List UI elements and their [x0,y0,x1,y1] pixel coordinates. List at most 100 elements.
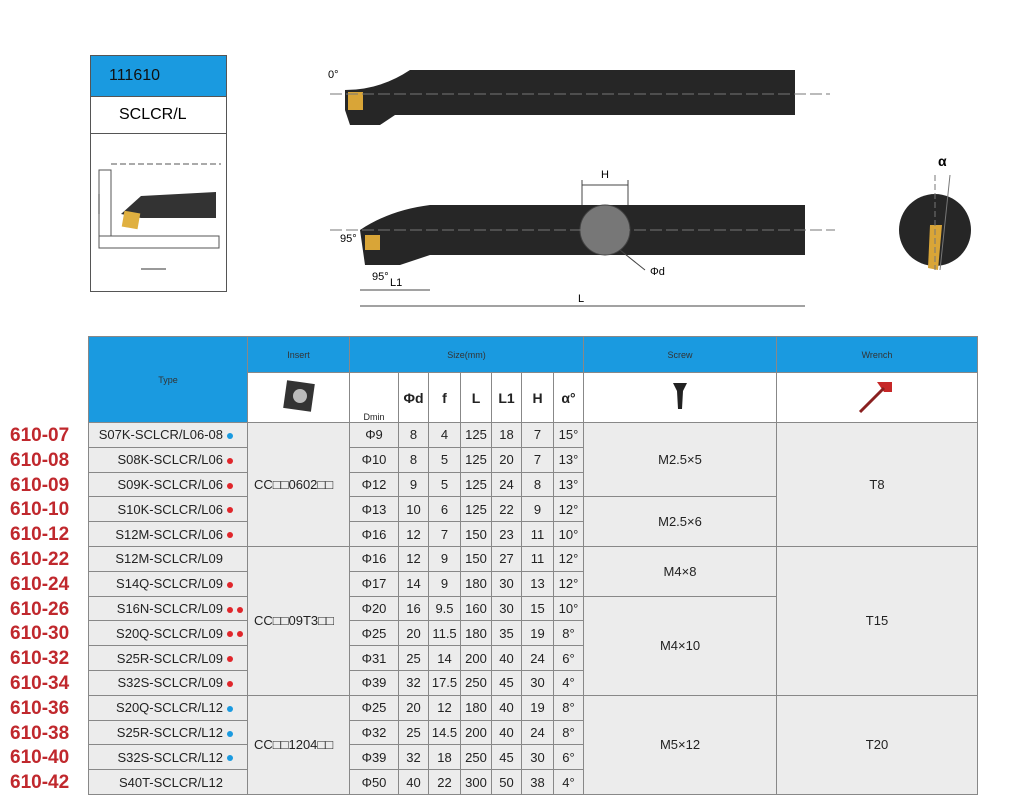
type-cell: S12M-SCLCR/L06 [88,521,248,547]
type-cell: S32S-SCLCR/L12 [88,744,248,771]
header-dmin: Dmin [349,372,399,423]
angle-0-label: 0° [328,69,339,81]
L-cell: 250 [460,744,492,771]
H-cell: 8 [521,471,554,498]
d-cell: 16 [398,595,429,622]
type-value: S12M-SCLCR/L06 [115,526,223,542]
f-cell: 22 [428,769,461,795]
blue-dot-icon [227,755,233,762]
type-cell: S07K-SCLCR/L06-08 [88,422,248,448]
header-L1: L1 [491,372,522,423]
type-cell: S16N-SCLCR/L09 [88,595,248,622]
type-value: S16N-SCLCR/L09 [116,600,223,616]
dot-slot [223,601,243,616]
f-cell: 6 [428,496,461,523]
part-number-label: 610-32 [10,648,70,670]
screw-cell: M5×12 [583,694,777,795]
d-cell: 20 [398,694,429,721]
H-cell: 9 [521,496,554,523]
d-cell: 25 [398,645,429,671]
dmin-cell: Φ39 [349,669,399,696]
product-series: SCLCR/L [91,97,226,134]
part-number-label: 610-12 [10,524,70,546]
L-label: L [578,293,584,305]
dmin-cell: Φ16 [349,545,399,572]
type-value: S14Q-SCLCR/L09 [116,576,223,592]
boring-diagram-icon [98,163,221,270]
L1-cell: 20 [491,446,522,473]
L1-cell: 40 [491,694,522,721]
d-cell: 12 [398,545,429,572]
header-H: H [521,372,554,423]
product-code-box: 111610 SCLCR/L [90,55,227,292]
wrench-cell: T15 [776,545,978,696]
a-cell: 6° [553,744,584,771]
header-insert: Insert [247,336,350,373]
H-cell: 7 [521,422,554,448]
type-cell: S25R-SCLCR/L09 [88,645,248,671]
a-cell: 8° [553,694,584,721]
red-dot-icon [227,532,233,539]
type-cell: S20Q-SCLCR/L12 [88,694,248,721]
f-cell: 18 [428,744,461,771]
screw-cell: M4×8 [583,545,777,597]
insert-cell: CC□□09T3□□ [247,545,350,696]
type-value: S32S-SCLCR/L09 [117,675,224,691]
dot-slot [223,626,243,641]
a-cell: 8° [553,719,584,746]
H-cell: 11 [521,521,554,547]
d-cell: 25 [398,719,429,746]
type-value: S40T-SCLCR/L12 [118,774,223,790]
L1-cell: 23 [491,521,522,547]
screw-cell: M2.5×5 [583,421,777,498]
screw-image [583,372,777,423]
H-cell: 7 [521,446,554,473]
screw-icon [673,383,687,409]
cross-section-drawing: α [899,153,971,271]
part-number-label: 610-24 [10,573,70,595]
f-cell: 12 [428,694,461,721]
red-dot-icon [227,507,233,514]
L1-cell: 27 [491,545,522,572]
dmin-cell: Φ50 [349,769,399,795]
L1-cell: 30 [491,595,522,622]
red-dot-icon [227,457,233,464]
wrench-image [776,372,978,423]
red-dot-icon [227,680,233,687]
type-value: S09K-SCLCR/L06 [117,476,224,492]
d-cell: 12 [398,521,429,547]
dmin-cell: Φ25 [349,694,399,721]
red-dot-icon [227,631,233,638]
red-dot-icon [227,482,233,489]
a-cell: 13° [553,471,584,498]
type-value: S20Q-SCLCR/L09 [116,625,223,641]
dot-slot [223,750,243,765]
wrench-icon [858,382,892,414]
dmin-cell: Φ25 [349,620,399,647]
red-dot-icon [237,631,243,638]
dmin-cell: Φ13 [349,496,399,523]
type-cell: S14Q-SCLCR/L09 [88,570,248,597]
part-number-label: 610-08 [10,449,70,471]
f-cell: 5 [428,446,461,473]
tool-drawing: 0° H Φd 95° 95° L1 L [328,69,835,307]
type-value: S07K-SCLCR/L06-08 [98,427,223,443]
dot-slot [223,477,243,492]
H-cell: 30 [521,744,554,771]
f-cell: 11.5 [428,620,461,647]
type-cell: S40T-SCLCR/L12 [88,769,248,795]
blue-dot-icon [227,730,233,737]
angle-95a-label: 95° [340,233,357,245]
type-cell: S20Q-SCLCR/L09 [88,620,248,647]
f-cell: 4 [428,422,461,448]
a-cell: 15° [553,422,584,448]
dmin-cell: Φ17 [349,570,399,597]
L1-cell: 24 [491,471,522,498]
part-number-label: 610-36 [10,697,70,719]
part-number-label: 610-09 [10,474,70,496]
spec-table: Type Insert Size(mm) Screw Wrench Dmin Φ… [88,336,978,795]
red-dot-icon [237,606,243,613]
